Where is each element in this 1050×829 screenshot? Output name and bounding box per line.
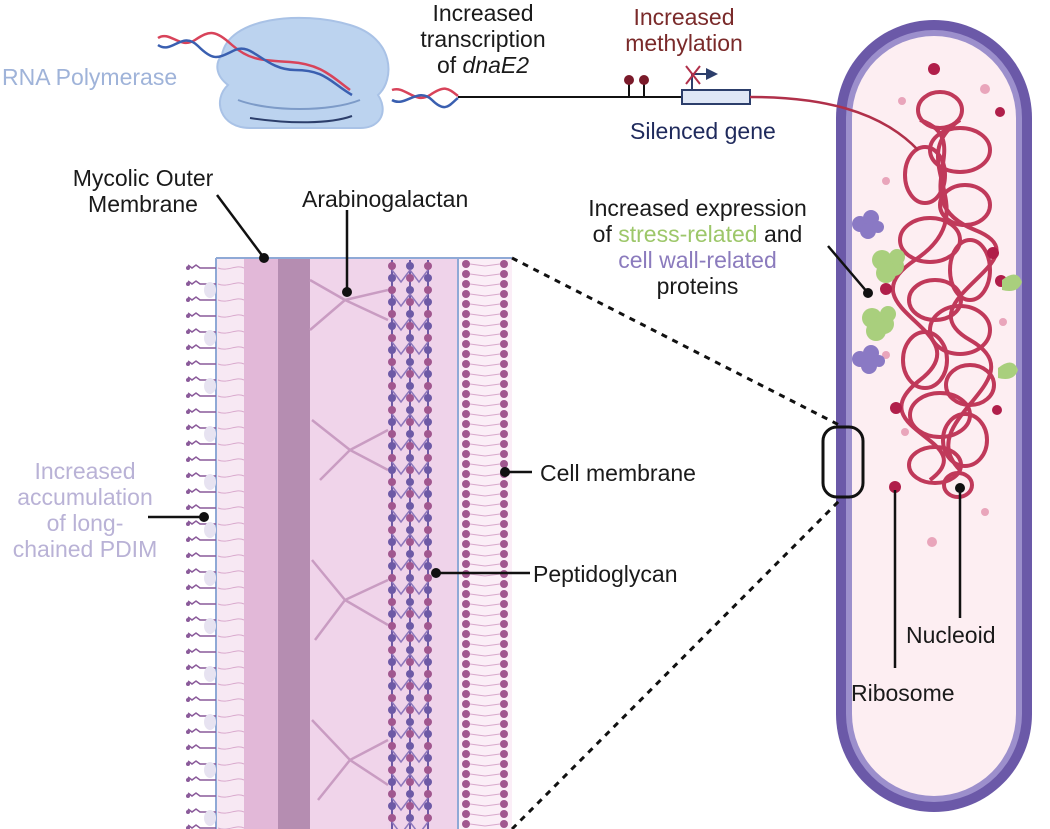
pdim-lipids	[186, 264, 245, 829]
label-peptidoglycan: Peptidoglycan	[533, 561, 678, 587]
transcription-line2: transcription	[420, 26, 546, 52]
methylation-line1: Increased	[633, 4, 735, 30]
zoom-connector-bottom	[510, 495, 845, 829]
transcription-line3: of dnaE2	[398, 52, 568, 78]
pdim-line3: of long-	[46, 510, 124, 536]
gene-to-nucleoid-link	[749, 95, 919, 151]
label-nucleoid: Nucleoid	[906, 622, 996, 648]
nucleoid-dna	[890, 90, 999, 499]
small-green-protein-icon	[998, 274, 1022, 379]
expression-stress: stress-related	[618, 221, 758, 247]
expression-line1: Increased expression	[588, 195, 807, 221]
mycolic-line2: Membrane	[88, 191, 198, 217]
transcription-prefix: of	[436, 52, 463, 78]
cytoplasm-dots	[882, 84, 1007, 547]
label-silenced-gene: Silenced gene	[630, 118, 776, 144]
expression-line4: proteins	[656, 273, 739, 299]
arabinogalactan-branches	[309, 278, 389, 801]
methylation-line2: methylation	[625, 30, 743, 56]
label-pdim: Increased accumulation of long- chained …	[0, 458, 170, 562]
expression-line3: cell wall-related	[618, 247, 777, 273]
expression-prefix: of	[592, 221, 619, 247]
pdim-line2: accumulation	[17, 484, 153, 510]
dna-strand	[157, 31, 459, 109]
gene-box-icon	[681, 65, 751, 105]
methyl-group-icon	[624, 75, 649, 97]
mycolic-line1: Mycolic Outer	[72, 165, 214, 191]
cell-membrane-layer	[462, 260, 508, 828]
callout-dots	[199, 253, 965, 578]
ribosomes	[880, 63, 1007, 493]
expression-line2: of stress-related and	[560, 221, 835, 247]
pdim-line4: chained PDIM	[12, 536, 158, 562]
cell-wall-protein-icon	[852, 210, 885, 374]
pdim-line1: Increased	[34, 458, 136, 484]
cytoplasm	[852, 36, 1016, 796]
ribosome-pointer-target	[889, 481, 901, 493]
label-transcription: Increased transcription of dnaE2	[398, 0, 568, 78]
label-mycolic: Mycolic Outer Membrane	[48, 165, 238, 217]
transcription-gene: dnaE2	[462, 52, 530, 78]
label-arabinogalactan: Arabinogalactan	[302, 186, 469, 212]
stress-protein-icon	[862, 249, 905, 341]
callout-lines	[148, 194, 962, 668]
rna-polymerase-icon	[216, 16, 390, 129]
label-cell-membrane: Cell membrane	[540, 460, 696, 486]
label-expression: Increased expression of stress-related a…	[560, 195, 835, 299]
transcription-line1: Increased	[432, 0, 534, 26]
label-rna-polymerase: RNA Polymerase	[2, 64, 178, 90]
label-ribosome: Ribosome	[851, 680, 955, 706]
expression-suffix: and	[757, 221, 803, 247]
peptidoglycan-layer	[388, 260, 432, 829]
label-methylation: Increased methylation	[604, 4, 764, 56]
zoom-connector-top	[511, 256, 844, 429]
